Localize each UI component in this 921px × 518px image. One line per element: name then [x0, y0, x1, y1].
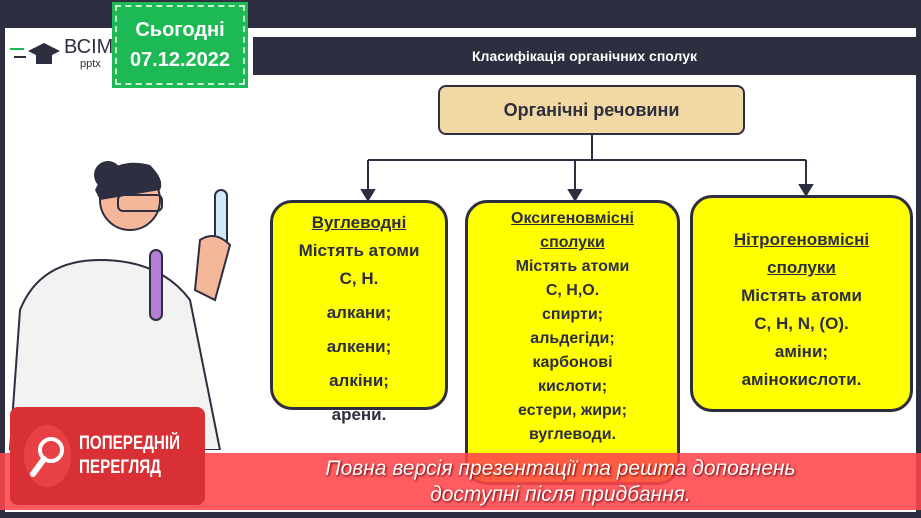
- graduation-cap-icon: [10, 43, 60, 64]
- box-line: алкени;: [326, 337, 392, 356]
- box-line: C, H,O.: [545, 282, 600, 299]
- box-line: кислоти;: [537, 378, 608, 395]
- box-line: амінокислоти.: [741, 370, 862, 389]
- preview-label: ПОПЕРЕДНІЙ ПЕРЕГЛЯД: [78, 433, 180, 478]
- logo-text: ВСІМ: [64, 36, 114, 58]
- box-line: Містять атоми: [515, 258, 630, 275]
- date-value: 07.12.2022: [129, 49, 231, 71]
- box-oxygen-compounds: Оксигеновмісні сполуки Містять атоми C, …: [465, 200, 680, 485]
- magnifier-icon: [24, 425, 71, 487]
- box-heading: Вуглеводні: [311, 213, 407, 232]
- logo-sub: pptx: [80, 58, 101, 70]
- root-node: Органічні речовини: [438, 85, 745, 135]
- box-line: спирти;: [542, 306, 603, 323]
- box-line: C, H, N, (O).: [754, 314, 849, 333]
- slide-title: Класифікація органічних сполук: [253, 37, 916, 75]
- box-hydrocarbons: Вуглеводні Містять атоми C, H. алкани; а…: [270, 200, 448, 424]
- box-line: естери, жири;: [518, 402, 627, 419]
- preview-badge[interactable]: ПОПЕРЕДНІЙ ПЕРЕГЛЯД: [10, 407, 205, 505]
- banner-line-1: Повна версія презентації та решта доповн…: [325, 457, 796, 480]
- box-nitrogen-compounds: Нітрогеновмісні сполуки Містять атоми C,…: [690, 195, 913, 412]
- box-line: Містять атоми: [298, 241, 420, 260]
- date-label: Сьогодні: [135, 19, 225, 41]
- box-line: C, H.: [339, 269, 379, 288]
- date-badge: Сьогодні 07.12.2022: [112, 2, 248, 88]
- box-line: вуглеводи.: [528, 426, 617, 443]
- scientist-illustration: [8, 161, 232, 450]
- banner-line-2: доступні після придбання.: [430, 483, 691, 506]
- box-heading: Оксигеновмісні сполуки: [511, 210, 634, 251]
- box-line: алкани;: [326, 303, 392, 322]
- box-line: альдегіди;: [530, 330, 615, 347]
- box-heading: Нітрогеновмісні сполуки: [733, 230, 870, 277]
- box-line: алкіни;: [329, 371, 389, 390]
- box-line: аміни;: [774, 342, 829, 361]
- box-line: карбонові: [532, 354, 613, 371]
- box-line: Містять атоми: [741, 286, 862, 305]
- box-line: арени.: [331, 405, 387, 424]
